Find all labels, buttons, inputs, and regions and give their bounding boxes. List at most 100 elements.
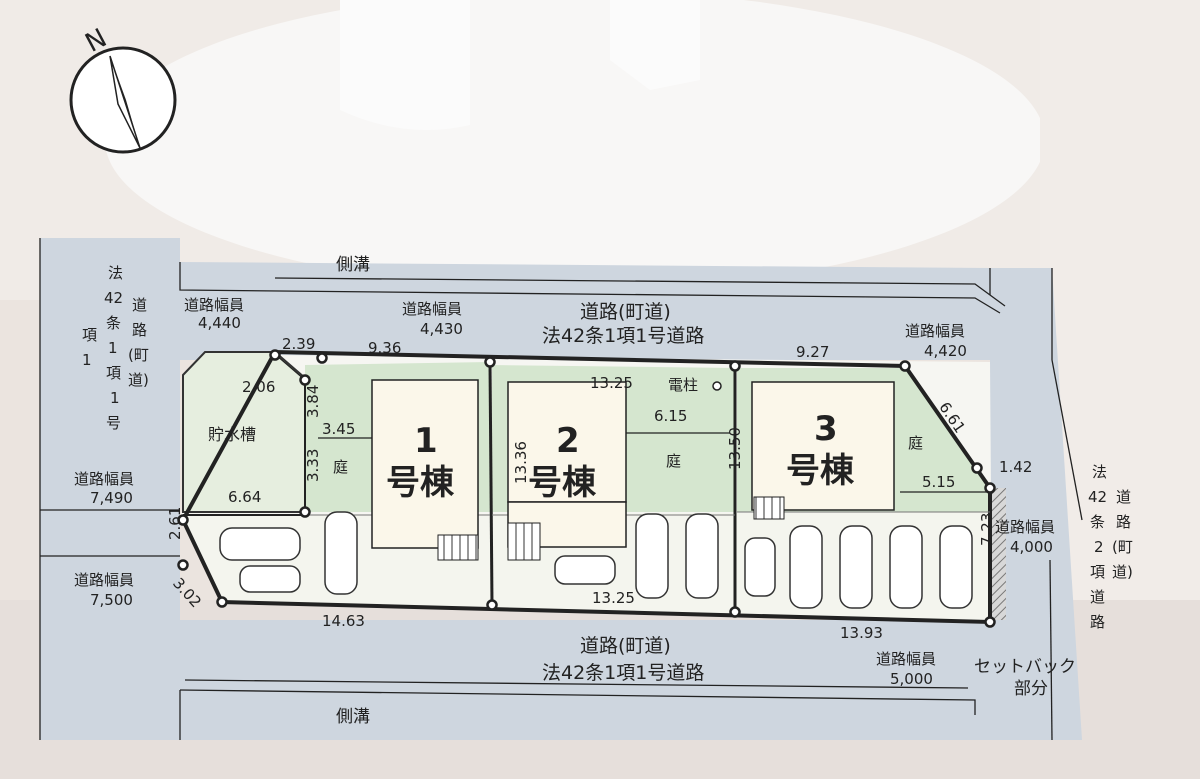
svg-text:7,490: 7,490	[90, 489, 133, 507]
setback-label-1: セットバック	[974, 657, 1076, 677]
svg-text:3.45: 3.45	[322, 420, 355, 438]
car-icon	[219, 527, 301, 561]
car-icon	[939, 525, 973, 609]
svg-text:1: 1	[108, 339, 118, 357]
svg-text:項: 項	[106, 364, 121, 382]
pole-icon	[712, 381, 722, 391]
building-2-name: 号棟	[528, 463, 597, 503]
svg-text:道): 道)	[1112, 563, 1133, 581]
dimension-lines	[275, 354, 988, 493]
svg-text:道: 道	[132, 296, 147, 314]
svg-text:13.25: 13.25	[590, 374, 633, 392]
building-2-num: 2	[556, 421, 580, 461]
svg-text:4,000: 4,000	[1010, 538, 1053, 556]
svg-text:項: 項	[82, 326, 97, 344]
svg-text:(町: (町	[1112, 538, 1133, 556]
svg-text:14.63: 14.63	[322, 612, 365, 630]
svg-text:(町: (町	[128, 346, 149, 364]
svg-text:道路幅員: 道路幅員	[905, 322, 965, 340]
svg-text:42: 42	[104, 289, 123, 307]
garden-2: 庭	[666, 452, 681, 470]
svg-text:道): 道)	[128, 371, 149, 389]
road-edges	[39, 238, 1083, 741]
svg-text:1: 1	[82, 351, 92, 369]
svg-text:条: 条	[106, 314, 121, 332]
garden-1: 庭	[333, 458, 348, 476]
svg-text:6.15: 6.15	[654, 407, 687, 425]
svg-text:3.33: 3.33	[304, 449, 322, 482]
building-2	[507, 381, 627, 503]
svg-text:路: 路	[132, 321, 147, 339]
decks	[437, 496, 785, 561]
svg-text:法: 法	[108, 264, 123, 282]
svg-text:9.36: 9.36	[368, 339, 401, 357]
svg-text:道: 道	[1090, 588, 1105, 606]
svg-text:13.25: 13.25	[592, 589, 635, 607]
car-icon	[324, 511, 358, 595]
building-3	[751, 381, 895, 511]
svg-text:項: 項	[1090, 563, 1105, 581]
svg-text:1: 1	[110, 389, 120, 407]
svg-text:13.36: 13.36	[512, 441, 530, 484]
road-widths: 道路幅員 4,440 道路幅員 4,430 道路幅員 4,420 道路幅員 7,…	[74, 296, 1055, 688]
svg-text:3.84: 3.84	[304, 385, 322, 418]
svg-text:7,500: 7,500	[90, 591, 133, 609]
svg-text:道路幅員: 道路幅員	[184, 296, 244, 314]
svg-text:道路幅員: 道路幅員	[74, 571, 134, 589]
svg-text:2.39: 2.39	[282, 335, 315, 353]
setback-label-2: 部分	[1014, 679, 1048, 699]
svg-text:13.50: 13.50	[726, 427, 744, 470]
svg-text:道路幅員: 道路幅員	[74, 470, 134, 488]
pole-label: 電柱	[668, 376, 698, 394]
car-icon	[889, 525, 923, 609]
road-south-name: 道路(町道)	[580, 635, 671, 657]
car-icon	[744, 537, 776, 597]
setback-area	[990, 488, 1006, 620]
road-east-label: 法 42 条 2 項 道 路 道 路 (町 道)	[1088, 463, 1133, 631]
svg-text:2.61: 2.61	[166, 507, 184, 540]
tank-label: 貯水槽	[208, 425, 256, 444]
svg-text:道路幅員: 道路幅員	[402, 300, 462, 318]
svg-text:5.15: 5.15	[922, 473, 955, 491]
garden-3: 庭	[908, 434, 923, 452]
svg-text:路: 路	[1116, 513, 1131, 531]
svg-text:4,420: 4,420	[924, 342, 967, 360]
svg-text:5,000: 5,000	[890, 670, 933, 688]
building-1-num: 1	[414, 421, 438, 461]
svg-text:4,430: 4,430	[420, 320, 463, 338]
svg-text:道路幅員: 道路幅員	[876, 650, 936, 668]
building-3-name: 号棟	[786, 451, 855, 491]
svg-text:13.93: 13.93	[840, 624, 883, 642]
svg-text:道路幅員: 道路幅員	[995, 518, 1055, 536]
svg-text:1.42: 1.42	[999, 458, 1032, 476]
north-arrow-icon: N	[69, 23, 177, 154]
car-icon	[239, 565, 301, 593]
gutter-north: 側溝	[336, 255, 370, 275]
svg-text:2.06: 2.06	[242, 378, 275, 396]
boundary-points	[177, 349, 996, 628]
svg-text:条: 条	[1090, 513, 1105, 531]
svg-text:42: 42	[1088, 488, 1107, 506]
road-north-name: 道路(町道)	[580, 301, 671, 323]
building-1	[371, 379, 479, 549]
svg-text:道: 道	[1116, 488, 1131, 506]
car-icon	[685, 513, 719, 599]
car-icon	[789, 525, 823, 609]
roads	[40, 238, 1082, 740]
svg-text:6.64: 6.64	[228, 488, 261, 506]
svg-text:法: 法	[1092, 463, 1107, 481]
road-west-label: 法 42 条 項 1 1 項 1 号 道 路 (町 道)	[82, 264, 149, 432]
svg-text:号: 号	[106, 414, 121, 432]
svg-text:9.27: 9.27	[796, 343, 829, 361]
building-1-name: 号棟	[386, 463, 455, 503]
svg-text:4,440: 4,440	[198, 314, 241, 332]
car-icon	[839, 525, 873, 609]
road-south-law: 法42条1項1号道路	[542, 662, 704, 684]
car-icon	[554, 555, 616, 585]
svg-text:路: 路	[1090, 613, 1105, 631]
building-3-num: 3	[814, 409, 838, 449]
parking-cars	[219, 511, 973, 609]
svg-text:2: 2	[1094, 538, 1104, 556]
